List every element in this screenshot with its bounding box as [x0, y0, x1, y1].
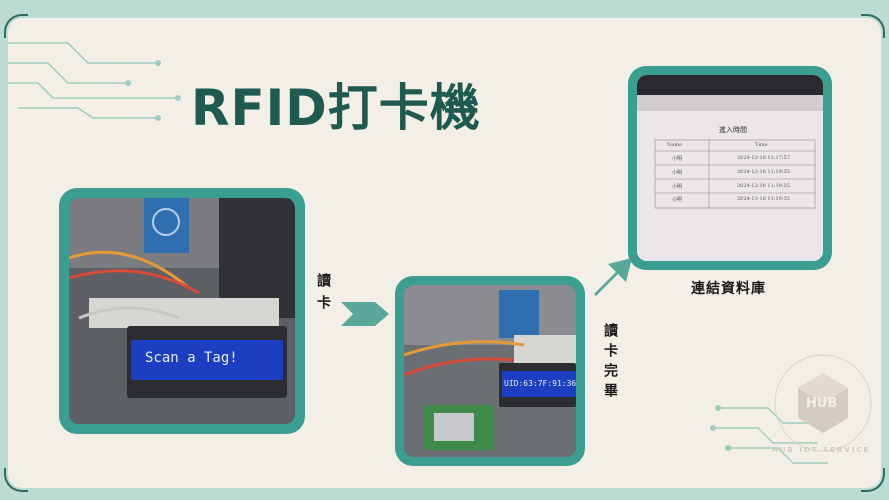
page-title: RFID打卡機 — [191, 79, 481, 137]
watermark-ring-text: HUB IOT SERVICE — [772, 446, 871, 454]
table-header-time: Time — [755, 142, 768, 148]
photo-read-scene — [404, 285, 576, 457]
corner-decoration-top-right — [861, 14, 885, 38]
circuit-decoration-right — [710, 405, 828, 464]
photo-scan-tag: Scan a Tag! — [69, 198, 295, 424]
photo-screen-scene — [637, 75, 823, 261]
arrow-up-right-icon — [594, 258, 632, 296]
lcd-uid-text: UID:63:7F:91:36 — [504, 379, 576, 388]
corner-decoration-bottom-right — [861, 468, 885, 492]
table-row-1-time: 2024-12-18 11:17:57 — [737, 155, 790, 161]
table-header-name: Name — [667, 142, 683, 148]
lcd-display-text: Scan a Tag! — [145, 350, 238, 366]
table-row-2-name: 小明 — [672, 170, 683, 176]
table-title: 進入時間 — [719, 126, 747, 134]
photo-frame-scan: Scan a Tag! — [59, 188, 305, 434]
photo-database-screen: 進入時間 Name Time 小明 2024-12-18 11:17:57 小明… — [637, 75, 823, 261]
table-row-1-name: 小明 — [672, 156, 683, 162]
label-connect-database: 連結資料庫 — [691, 281, 766, 297]
watermark-logo-text: HUB — [806, 396, 838, 411]
table-row-3-time: 2024-12-18 11:19:35 — [737, 183, 790, 189]
label-read-done: 讀卡完畢 — [602, 323, 618, 403]
table-row-3-name: 小明 — [672, 184, 683, 190]
photo-scan-scene — [69, 198, 295, 424]
table-row-4-time: 2024-12-18 11:19:35 — [737, 196, 790, 202]
table-row-2-time: 2024-12-18 11:19:35 — [737, 169, 790, 175]
watermark-logo: HUB HUB IOT SERVICE — [768, 348, 878, 458]
photo-read-done: UID:63:7F:91:36 — [404, 285, 576, 457]
corner-decoration-bottom-left — [4, 468, 28, 492]
photo-frame-database: 進入時間 Name Time 小明 2024-12-18 11:17:57 小明… — [628, 66, 832, 270]
label-read-card: 讀卡 — [315, 273, 331, 317]
table-row-4-name: 小明 — [672, 197, 683, 203]
corner-decoration-top-left — [4, 14, 28, 38]
arrow-right-icon — [341, 302, 389, 326]
hub-logo-icon — [774, 354, 872, 452]
circuit-decoration-left — [8, 42, 181, 121]
photo-frame-read-done: UID:63:7F:91:36 — [395, 276, 585, 466]
slide: RFID打卡機 Scan a Tag! 讀卡 — [8, 18, 881, 488]
